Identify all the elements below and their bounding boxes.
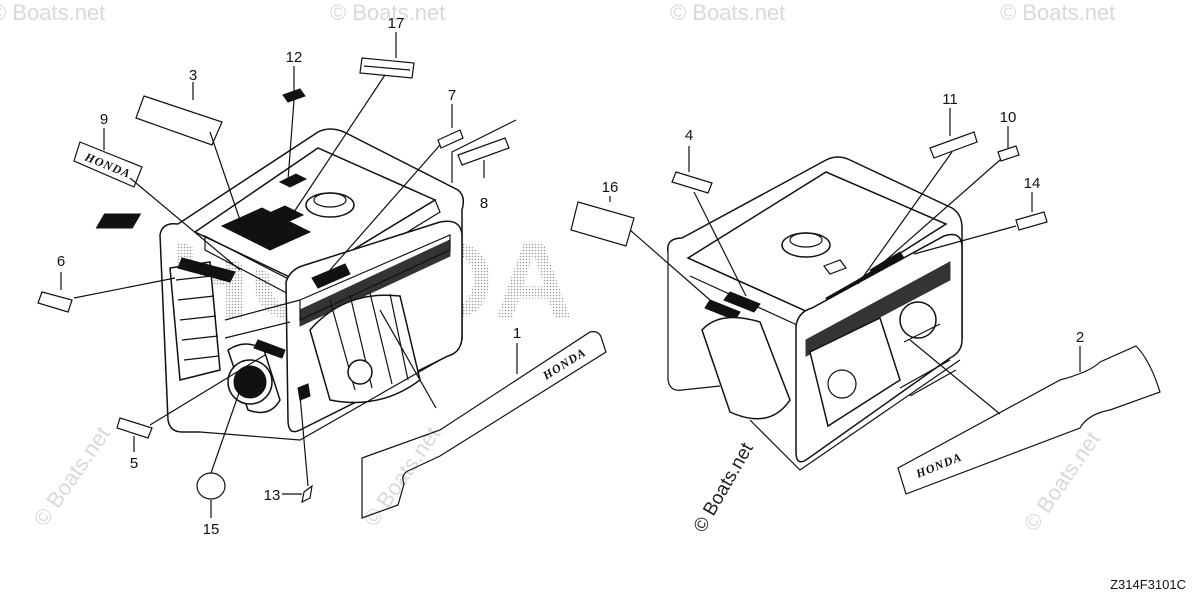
callout-10: 10 bbox=[1000, 109, 1017, 126]
label-4 bbox=[671, 171, 713, 194]
label-11 bbox=[929, 131, 978, 159]
label-3 bbox=[135, 95, 223, 146]
watermark-text: © Boats.net bbox=[29, 422, 116, 531]
callout-3: 3 bbox=[189, 67, 197, 84]
callout-17: 17 bbox=[388, 15, 405, 32]
callout-6: 6 bbox=[57, 253, 65, 270]
callout-11: 11 bbox=[942, 91, 958, 108]
label-14 bbox=[1015, 211, 1048, 231]
honda-logo-text: HONDA bbox=[913, 450, 964, 481]
watermark-text: © Boats.net bbox=[330, 0, 445, 25]
label-7 bbox=[437, 129, 464, 149]
label-5 bbox=[116, 417, 153, 439]
callout-14: 14 bbox=[1024, 175, 1041, 192]
callout-16: 16 bbox=[602, 179, 619, 196]
watermark-text: © Boats.net bbox=[690, 439, 758, 536]
label-16 bbox=[570, 201, 635, 247]
watermark-text: © Boats.net bbox=[670, 0, 785, 25]
callout-8: 8 bbox=[480, 195, 488, 212]
callout-7: 7 bbox=[448, 87, 456, 104]
honda-plate-9 bbox=[73, 141, 143, 188]
callout-12: 12 bbox=[286, 49, 303, 66]
label-15 bbox=[196, 472, 226, 500]
callout-5: 5 bbox=[130, 455, 138, 472]
callout-15: 15 bbox=[203, 521, 220, 538]
label-6 bbox=[37, 291, 73, 313]
label-10 bbox=[997, 145, 1020, 162]
side-decal-1 bbox=[361, 331, 607, 519]
watermark-text: © Boats.net bbox=[0, 0, 105, 25]
callout-2: 2 bbox=[1076, 329, 1084, 346]
right-generator bbox=[667, 156, 963, 471]
callout-9: 9 bbox=[100, 111, 108, 128]
callout-13: 13 bbox=[264, 487, 281, 504]
label-8 bbox=[457, 137, 510, 166]
label-17 bbox=[359, 57, 415, 79]
honda-logo-text: HONDA bbox=[82, 149, 133, 180]
callout-4: 4 bbox=[685, 127, 693, 144]
watermark-text: © Boats.net bbox=[1000, 0, 1115, 25]
diagram-code: Z314F3101C bbox=[1110, 577, 1186, 592]
honda-logo-text: HONDA bbox=[539, 345, 588, 383]
label-13 bbox=[301, 484, 313, 504]
side-decal-2 bbox=[897, 345, 1161, 495]
callout-numbers: 1 2 3 4 5 6 7 8 9 10 11 12 13 14 15 16 1… bbox=[57, 15, 1084, 538]
callout-1: 1 bbox=[513, 325, 521, 342]
watermark-text: © Boats.net bbox=[1019, 427, 1106, 536]
